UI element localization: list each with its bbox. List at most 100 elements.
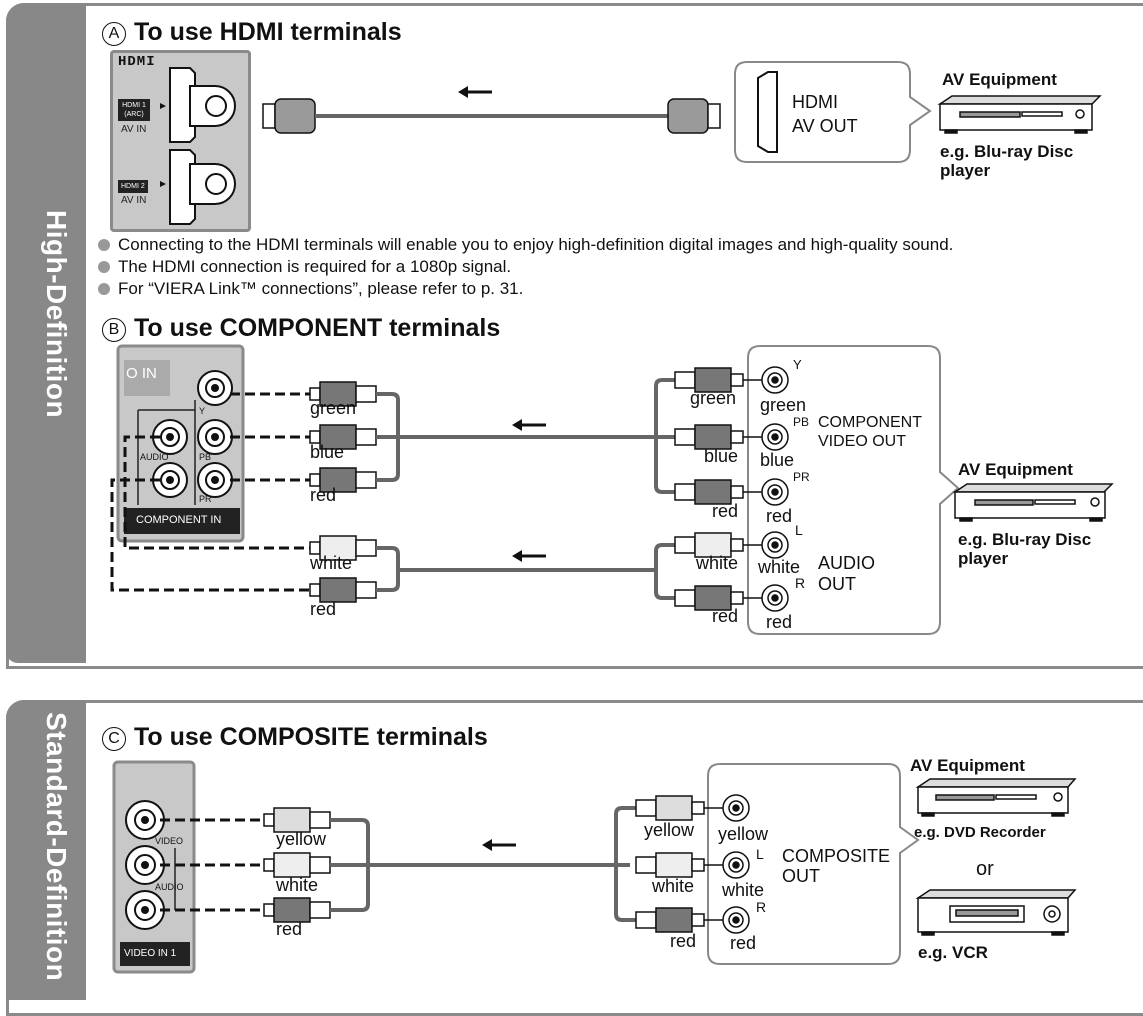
composite-jack-red: red — [730, 933, 757, 953]
note-3: For “VIERA Link™ connections”, please re… — [98, 278, 953, 300]
composite-pin-l: L — [756, 846, 764, 862]
component-out-jacks — [743, 366, 789, 612]
bullet-icon — [98, 261, 110, 273]
jack-label-green: green — [760, 395, 807, 415]
hdmi-title: To use HDMI terminals — [134, 18, 402, 46]
marker-b: B — [102, 318, 126, 342]
composite-pin-r: R — [756, 899, 767, 915]
standard-definition-band — [6, 700, 86, 1000]
composite-left-red: red — [276, 919, 303, 939]
hdmi-out-label-1: HDMI — [792, 92, 838, 112]
composite-out-2: OUT — [782, 866, 820, 886]
composite-heading: C To use COMPOSITE terminals — [102, 723, 488, 752]
composite-right-white: white — [652, 876, 695, 896]
component-audio-label: AUDIO — [140, 452, 169, 462]
hdmi-cable — [262, 98, 721, 134]
composite-right-red: red — [670, 931, 697, 951]
composite-device-example-1: e.g. DVD Recorder — [914, 824, 1046, 841]
dvd-recorder-icon — [915, 778, 1077, 817]
hdmi-logo: HDMI — [118, 54, 156, 70]
hdmi-device-example: e.g. Blu-ray Disc player — [940, 142, 1074, 180]
hdmi1-port — [169, 67, 236, 143]
right-cable-white: white — [696, 553, 739, 573]
note-1: Connecting to the HDMI terminals will en… — [98, 234, 953, 256]
component-audio-out-1: AUDIO — [818, 553, 876, 573]
composite-plugs-right — [635, 795, 705, 933]
composite-jack-yellow: yellow — [718, 824, 769, 844]
composite-audio-label: AUDIO — [155, 882, 184, 892]
pin-pb: PB — [199, 452, 212, 462]
component-cable — [376, 378, 675, 600]
pin-pr: PR — [199, 494, 212, 504]
composite-device-example-2: e.g. VCR — [918, 943, 988, 962]
composite-panel-title: VIDEO IN 1 — [124, 948, 177, 959]
component-device-title: AV Equipment — [958, 460, 1073, 479]
left-cable-blue: blue — [310, 442, 345, 462]
composite-left-yellow: yellow — [276, 829, 327, 849]
out-pin-y: Y — [793, 357, 802, 372]
component-panel-partial: O IN — [126, 365, 157, 382]
composite-or: or — [976, 858, 994, 880]
jack-label-blue: blue — [760, 450, 795, 470]
component-heading: B To use COMPONENT terminals — [102, 314, 500, 343]
composite-right-yellow: yellow — [644, 820, 695, 840]
hdmi2-label: HDMI 2 — [118, 180, 148, 193]
left-cable-red: red — [310, 485, 337, 505]
composite-out-jacks — [704, 794, 750, 934]
hdmi2-sub: AV IN — [121, 195, 147, 206]
composite-title: To use COMPOSITE terminals — [134, 723, 488, 751]
component-title: To use COMPONENT terminals — [134, 314, 501, 342]
component-out-callout — [747, 345, 960, 635]
composite-device-title: AV Equipment — [910, 756, 1025, 775]
out-pin-pr: PR — [793, 470, 810, 484]
hdmi-out-label-2: AV OUT — [792, 116, 858, 136]
component-video-out-1: COMPONENT — [818, 414, 922, 431]
right-cable-red: red — [712, 501, 739, 521]
out-pin-pb: PB — [793, 415, 810, 429]
composite-out-1: COMPOSITE — [782, 846, 891, 866]
out-pin-r: R — [795, 575, 806, 591]
component-audio-out-2: OUT — [818, 574, 856, 594]
component-panel-title: COMPONENT IN — [136, 514, 222, 526]
arrow-component-audio — [512, 550, 546, 562]
component-dashed-leads — [110, 392, 310, 592]
left-cable-green: green — [310, 398, 357, 418]
right-cable-red-audio: red — [712, 606, 739, 626]
bullet-icon — [98, 283, 110, 295]
component-plugs-left — [309, 381, 377, 603]
composite-left-white: white — [276, 875, 319, 895]
hdmi-notes: Connecting to the HDMI terminals will en… — [98, 234, 953, 300]
jack-label-red: red — [766, 506, 793, 526]
note-2: The HDMI connection is required for a 10… — [98, 256, 953, 278]
composite-cable — [330, 806, 636, 922]
arrow-composite — [482, 839, 516, 851]
right-cable-blue: blue — [704, 446, 739, 466]
vcr-icon — [915, 889, 1077, 936]
marker-c: C — [102, 727, 126, 751]
bluray-player-icon — [937, 95, 1102, 134]
jack-label-white: white — [758, 557, 801, 577]
pin-y: Y — [199, 406, 206, 416]
composite-dashed-leads — [160, 818, 264, 912]
composite-video-label: VIDEO — [155, 836, 184, 846]
bluray-player-icon-2 — [952, 483, 1114, 522]
component-device-example: e.g. Blu-ray Disc player — [958, 530, 1092, 568]
composite-jack-white: white — [722, 880, 765, 900]
high-definition-band — [6, 3, 86, 663]
component-video-out-2: VIDEO OUT — [818, 433, 907, 450]
component-jacks — [152, 370, 233, 498]
hdmi1-label: HDMI 1(ARC) — [118, 99, 150, 121]
hdmi-heading: A To use HDMI terminals — [102, 18, 402, 47]
left-cable-white: white — [310, 553, 353, 573]
component-plugs-right — [674, 367, 744, 611]
composite-jacks — [125, 800, 165, 930]
arrow-component-video — [512, 419, 546, 431]
hdmi2-port — [169, 149, 236, 225]
out-pin-l: L — [795, 522, 803, 538]
bullet-icon — [98, 239, 110, 251]
marker-a: A — [102, 22, 126, 46]
left-cable-red-audio: red — [310, 599, 337, 619]
composite-plugs-left — [263, 807, 331, 923]
